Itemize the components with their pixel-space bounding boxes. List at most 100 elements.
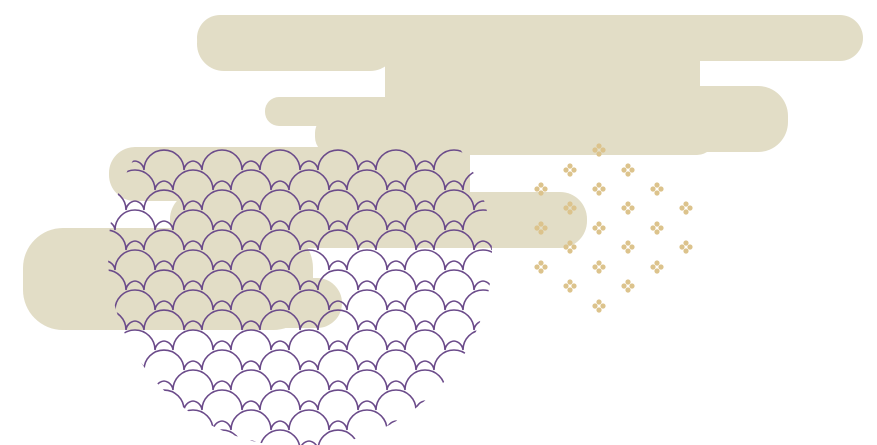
dot — [629, 244, 635, 250]
wave-scale — [134, 269, 194, 291]
dot — [571, 205, 577, 211]
dot — [542, 264, 548, 270]
wave-scale — [134, 349, 194, 371]
dot — [563, 167, 569, 173]
dot — [592, 186, 598, 192]
wave-scale — [192, 429, 252, 445]
wave-scale — [134, 309, 194, 331]
wave-scale — [221, 209, 281, 231]
dot — [596, 299, 602, 305]
wave-scale — [279, 289, 339, 311]
dot — [683, 240, 689, 246]
wave-scale — [453, 409, 492, 431]
dot — [596, 182, 602, 188]
flower-dot-cluster — [563, 201, 577, 215]
dot — [534, 225, 540, 231]
dot — [687, 205, 693, 211]
dot — [596, 221, 602, 227]
wave-scale — [366, 229, 426, 251]
flower-dot-cluster — [534, 221, 548, 235]
wave-scale — [337, 289, 397, 311]
wave-scale — [108, 229, 136, 251]
wave-scale — [134, 149, 194, 171]
dot — [625, 279, 631, 285]
wave-scale — [108, 249, 165, 271]
dot — [571, 283, 577, 289]
cloud-neck — [315, 115, 715, 155]
wave-scale — [424, 349, 484, 371]
cloud-top-left-end — [197, 17, 397, 71]
wave-scale — [48, 210, 106, 230]
wave-scale — [250, 229, 310, 251]
wave-scale — [108, 269, 136, 291]
dot — [596, 268, 602, 274]
wave-scale — [163, 289, 223, 311]
wave-scale — [337, 169, 397, 191]
wave-scale — [395, 209, 455, 231]
wave-scale — [279, 329, 339, 351]
dot — [654, 221, 660, 227]
wave-scale — [453, 249, 492, 271]
wave-scale — [424, 189, 484, 211]
dot — [542, 186, 548, 192]
dot — [567, 279, 573, 285]
dot — [687, 244, 693, 250]
flower-dot-cluster — [650, 260, 664, 274]
dot — [621, 167, 627, 173]
wave-scale — [163, 169, 223, 191]
dot — [625, 209, 631, 215]
dot — [596, 260, 602, 266]
wave-scale — [192, 149, 252, 171]
wave-scale — [366, 189, 426, 211]
wave-scale — [337, 329, 397, 351]
dot — [592, 264, 598, 270]
dot — [658, 264, 664, 270]
wave-scale — [366, 389, 426, 411]
dot — [629, 205, 635, 211]
dot — [679, 205, 685, 211]
wave-scale — [48, 170, 106, 190]
wave-scale — [48, 370, 106, 390]
wave-scale — [308, 309, 368, 331]
dot — [654, 229, 660, 235]
wave-scale — [279, 249, 339, 271]
wave-scale — [395, 329, 455, 351]
wave-scale — [279, 369, 339, 391]
dot — [679, 244, 685, 250]
dot — [538, 229, 544, 235]
wave-scale — [453, 289, 492, 311]
dot — [538, 268, 544, 274]
dot — [625, 171, 631, 177]
wave-scale — [192, 229, 252, 251]
flower-dot-cluster — [534, 260, 548, 274]
wave-scale — [108, 389, 136, 411]
wave-scale — [337, 369, 397, 391]
wave-scale — [221, 249, 281, 271]
wave-scale — [163, 209, 223, 231]
flower-dot-cluster — [592, 182, 606, 196]
cloud-lower-right — [150, 278, 342, 328]
dot — [683, 248, 689, 254]
wave-scale — [482, 389, 492, 411]
dot — [654, 190, 660, 196]
dot — [621, 205, 627, 211]
wave-scale — [221, 169, 281, 191]
dot — [600, 303, 606, 309]
dot — [629, 167, 635, 173]
dot — [658, 186, 664, 192]
dot — [567, 209, 573, 215]
wave-scale — [108, 329, 165, 351]
wave-scale — [108, 189, 136, 211]
wave-scale — [163, 329, 223, 351]
wave-scale — [134, 189, 194, 211]
dot — [571, 244, 577, 250]
dot — [600, 225, 606, 231]
flower-dot-cluster — [621, 163, 635, 177]
wave-scale — [395, 169, 455, 191]
wave-scale — [279, 209, 339, 231]
wave-scale — [192, 389, 252, 411]
dot — [650, 264, 656, 270]
dot — [567, 240, 573, 246]
wave-scale — [48, 330, 106, 350]
wave-scale — [366, 349, 426, 371]
